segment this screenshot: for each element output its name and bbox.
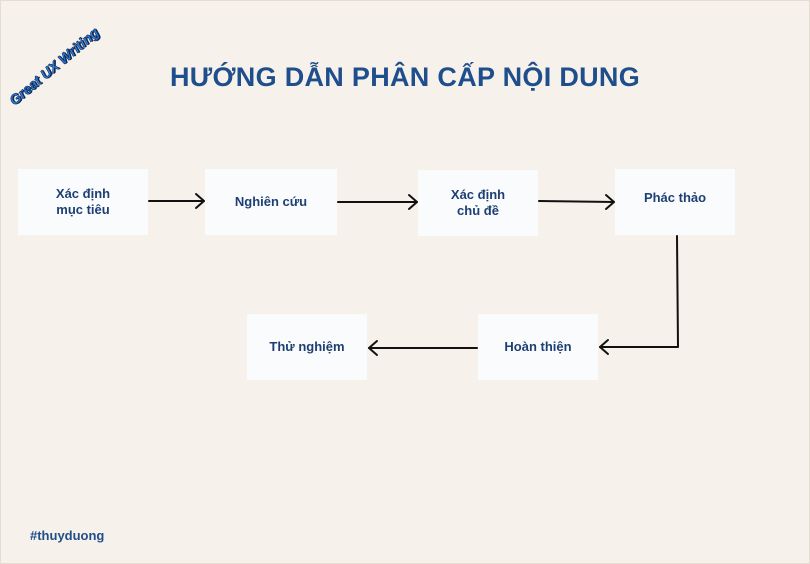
arrow-phac-thao-to-hoan-thien	[599, 235, 679, 355]
step-box-xac-dinh-chu-de: Xác định chủ đề	[418, 170, 538, 236]
step-label: Thử nghiệm	[269, 339, 345, 354]
step-box-xac-dinh-muc-tieu: Xác định mục tiêu	[18, 169, 148, 235]
step-box-hoan-thien: Hoàn thiện	[478, 314, 598, 380]
arrow-hoan-thien-to-thu-nghiem	[368, 340, 478, 356]
arrow-chu-de-to-phac-thao	[538, 194, 615, 210]
step-label: Xác định mục tiêu	[55, 186, 111, 217]
step-label: Phác thảo	[643, 190, 707, 205]
step-label: Xác định chủ đề	[450, 187, 506, 218]
page-title: HƯỚNG DẪN PHÂN CẤP NỘI DUNG	[169, 62, 641, 92]
step-box-nghien-cuu: Nghiên cứu	[205, 169, 337, 235]
step-box-phac-thao: Phác thảo	[615, 169, 735, 235]
step-label: Nghiên cứu	[234, 194, 308, 209]
arrow-muc-tieu-to-nghien-cuu	[148, 193, 205, 209]
arrow-nghien-cuu-to-chu-de	[337, 194, 418, 210]
step-box-thu-nghiem: Thử nghiệm	[247, 314, 367, 380]
author-hashtag: #thuyduong	[30, 528, 105, 543]
step-label: Hoàn thiện	[504, 339, 572, 354]
